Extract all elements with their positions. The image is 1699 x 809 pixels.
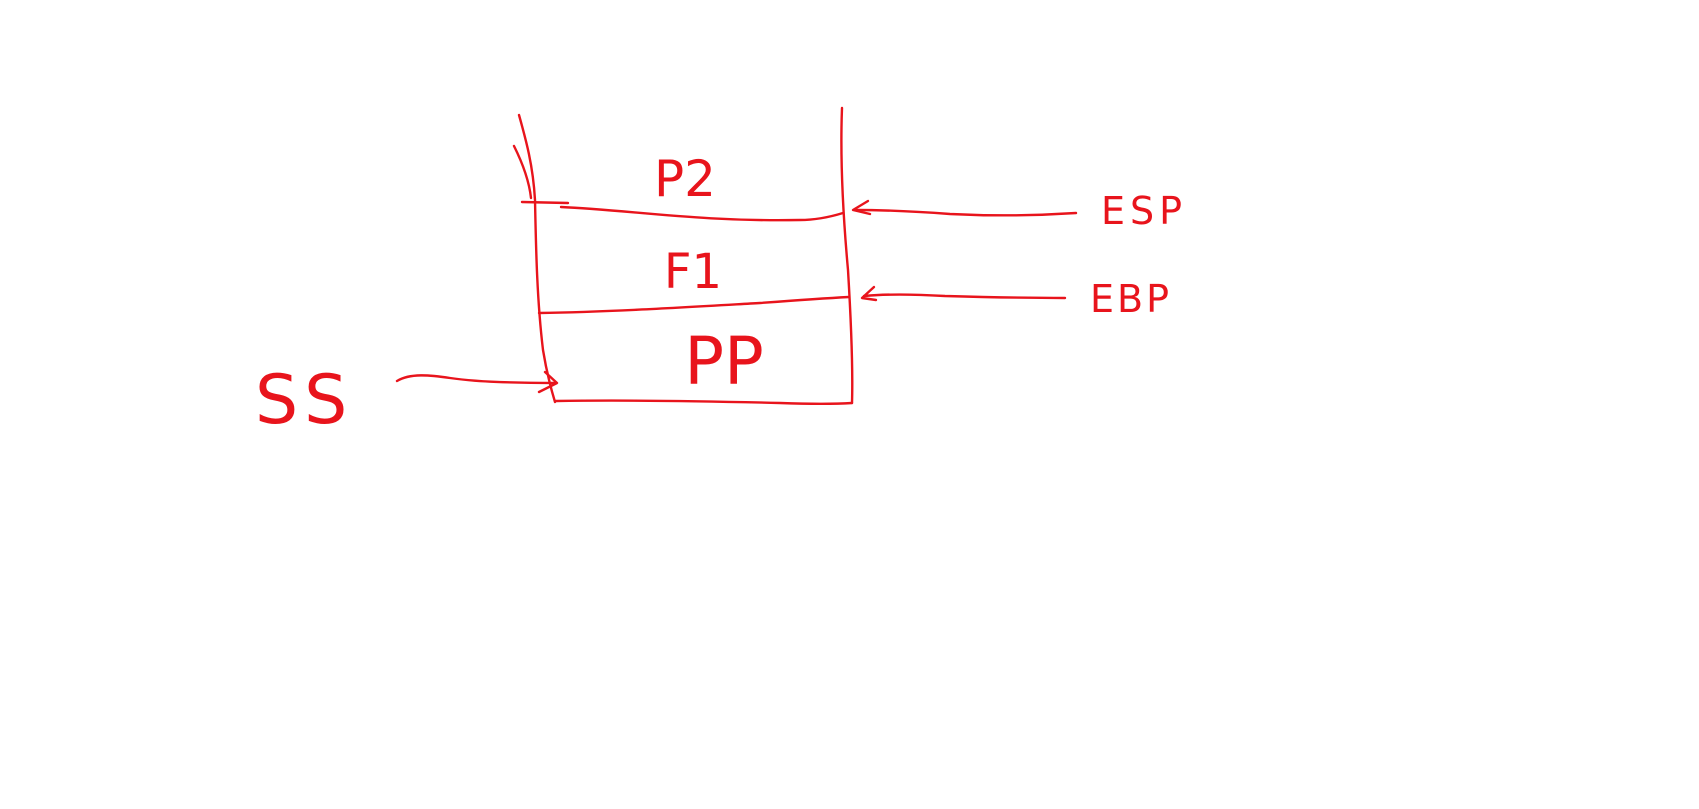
- ss-label: SS: [255, 361, 353, 440]
- ebp-arrow-head: [860, 285, 878, 302]
- slot-label-f1: F1: [664, 244, 722, 300]
- divider-middle: [537, 295, 851, 315]
- slot-label-pp: PP: [684, 323, 764, 400]
- ss-pointer: SS: [255, 361, 559, 440]
- esp-pointer: ESP: [851, 189, 1187, 233]
- ss-arrow-head: [537, 370, 559, 394]
- ebp-pointer: EBP: [860, 277, 1172, 321]
- stack-bottom-line: [554, 399, 854, 405]
- stack-right-wall: [840, 106, 854, 405]
- esp-label: ESP: [1101, 189, 1187, 233]
- ebp-arrow-shaft: [862, 293, 1067, 300]
- esp-arrow-shaft: [853, 208, 1078, 217]
- divider-top-main: [559, 205, 845, 222]
- stack-left-wall-tick: [512, 144, 533, 200]
- divider-top: [520, 200, 570, 205]
- slot-label-p2: P2: [654, 150, 716, 208]
- stack-left-wall: [517, 113, 557, 404]
- ebp-label: EBP: [1090, 277, 1172, 321]
- esp-arrow-head: [851, 199, 872, 216]
- ss-arrow-shaft: [395, 374, 558, 385]
